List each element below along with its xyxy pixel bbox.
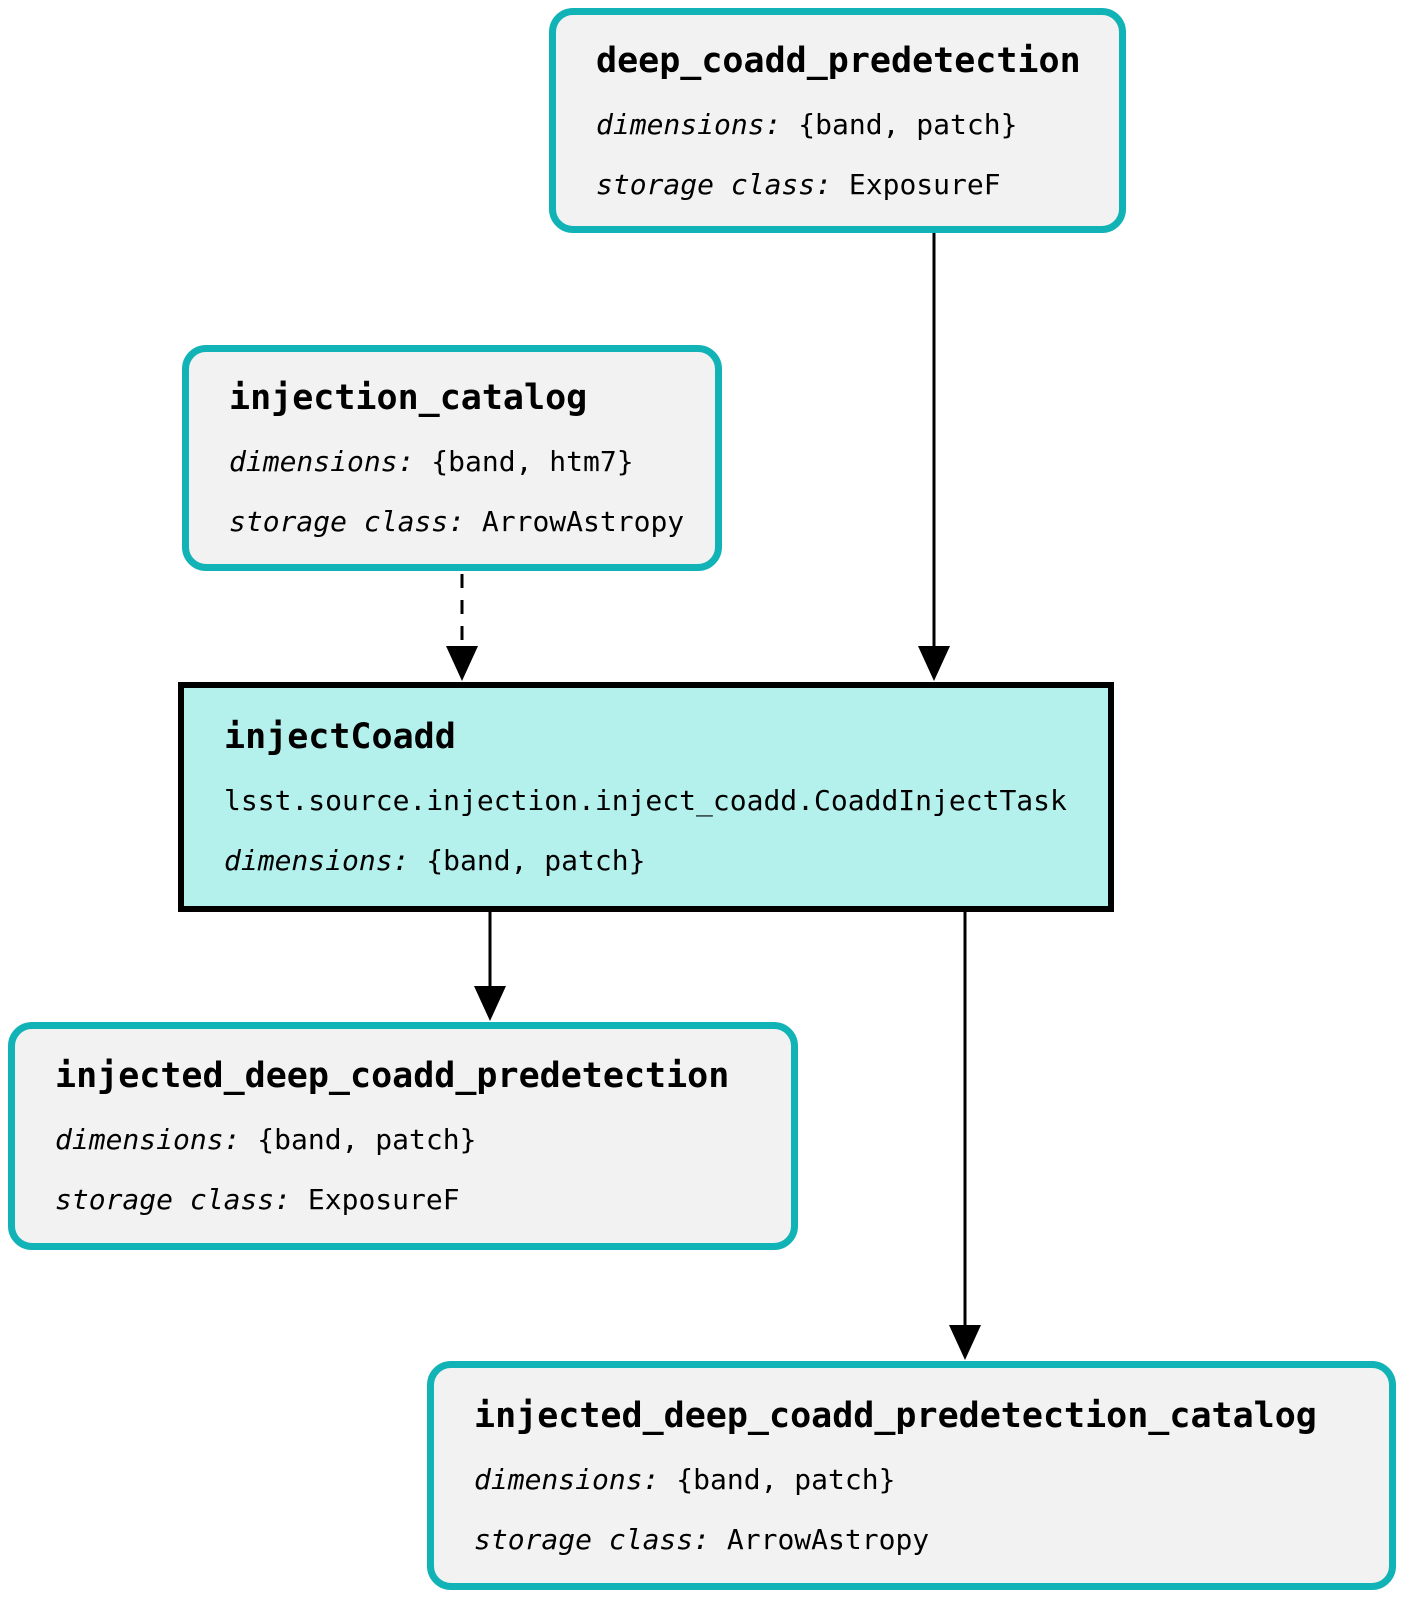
node-title: injected_deep_coadd_predetection_catalog (474, 1395, 1317, 1436)
arrowhead-icon (949, 1325, 981, 1360)
node-deep-coadd-predetection: deep_coadd_predetection dimensions: {ban… (549, 8, 1126, 233)
field-value: ExposureF (848, 167, 1001, 201)
field-value: {band, patch} (257, 1123, 477, 1156)
field-value: {band, patch} (798, 107, 1018, 141)
field-label: storage class: (55, 1183, 292, 1216)
field-storage-class: storage class: ArrowAstropy (229, 505, 684, 539)
node-title: injected_deep_coadd_predetection (55, 1056, 730, 1096)
edge-deep-coadd-predetection-to-injectcoadd (918, 233, 950, 681)
field-storage-class: storage class: ExposureF (55, 1183, 751, 1217)
field-value: ExposureF (307, 1183, 460, 1216)
node-title: injectCoadd (224, 717, 456, 757)
field-dimensions: dimensions: {band, patch} (474, 1463, 1349, 1497)
field-dimensions: dimensions: {band, patch} (55, 1123, 751, 1157)
node-injection-catalog: injection_catalog dimensions: {band, htm… (182, 345, 722, 571)
field-value: ArrowAstropy (726, 1522, 930, 1556)
node-injected-deep-coadd-predetection-catalog: injected_deep_coadd_predetection_catalog… (427, 1361, 1396, 1590)
field-label: dimensions: (224, 844, 410, 877)
field-label: dimensions: (474, 1462, 660, 1496)
arrowhead-icon (918, 646, 950, 681)
arrowhead-icon (474, 986, 506, 1021)
field-label: dimensions: (55, 1123, 241, 1156)
field-storage-class: storage class: ExposureF (596, 168, 1079, 202)
node-injected-deep-coadd-predetection: injected_deep_coadd_predetection dimensi… (8, 1022, 798, 1250)
field-label: dimensions: (229, 445, 415, 478)
task-class-path: lsst.source.injection.inject_coadd.Coadd… (224, 784, 1067, 817)
field-dimensions: dimensions: {band, patch} (224, 844, 1068, 878)
field-label: storage class: (474, 1522, 711, 1556)
field-dimensions: dimensions: {band, htm7} (229, 445, 675, 479)
edge-injectcoadd-to-injected-deep-coadd-predetection-catalog (949, 912, 981, 1360)
field-label: dimensions: (596, 107, 782, 141)
field-value: ArrowAstropy (481, 505, 685, 538)
field-label: storage class: (596, 167, 833, 201)
field-label: storage class: (229, 505, 466, 538)
edge-injectcoadd-to-injected-deep-coadd-predetection (474, 912, 506, 1021)
field-value: {band, htm7} (431, 445, 634, 478)
field-value: {band, patch} (676, 1462, 896, 1496)
field-storage-class: storage class: ArrowAstropy (474, 1523, 1349, 1557)
field-value: {band, patch} (426, 844, 646, 877)
field-dimensions: dimensions: {band, patch} (596, 108, 1079, 142)
edge-injection-catalog-to-injectcoadd (446, 574, 478, 681)
node-title: injection_catalog (229, 378, 588, 418)
node-title: deep_coadd_predetection (596, 40, 1081, 81)
arrowhead-icon (446, 646, 478, 681)
node-injectcoadd-task: injectCoadd lsst.source.injection.inject… (178, 682, 1114, 912)
